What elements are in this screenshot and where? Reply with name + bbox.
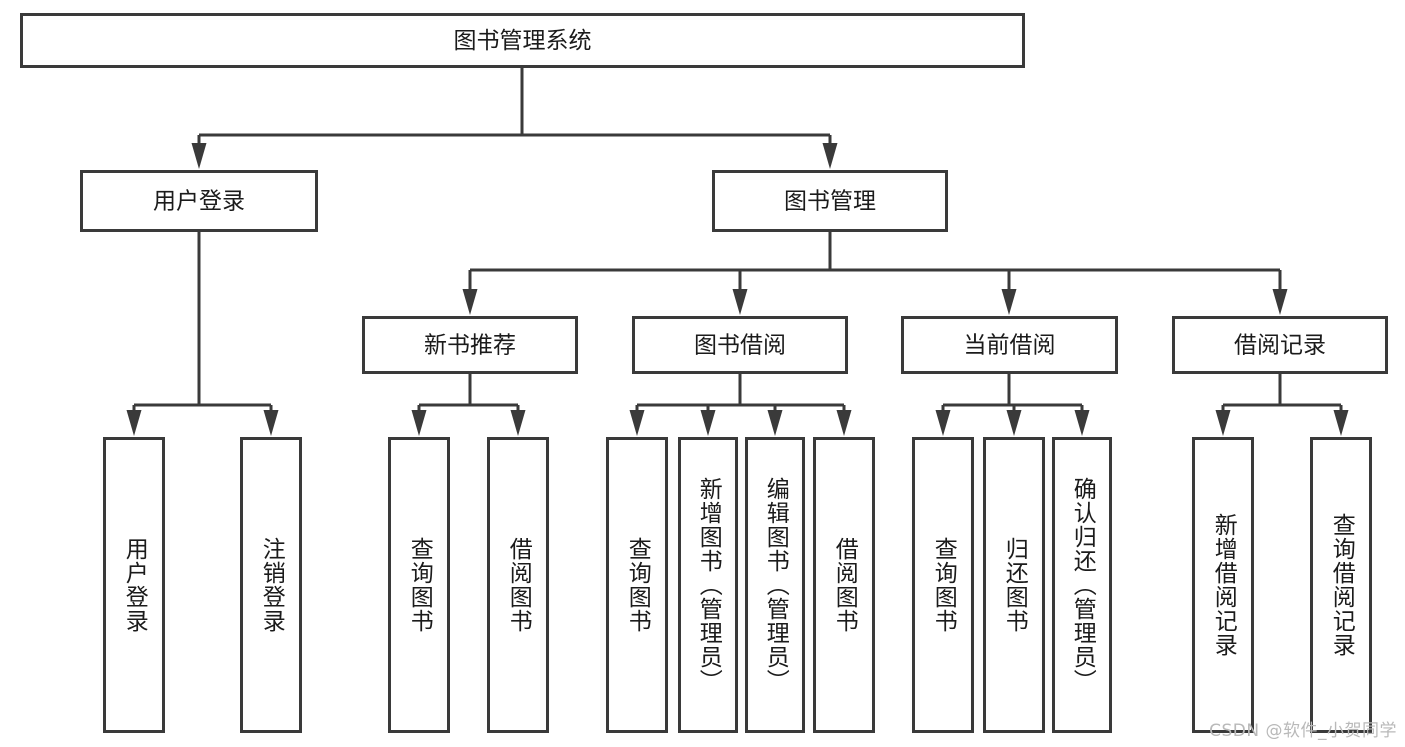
node-box[interactable] <box>1052 437 1112 733</box>
leaf-node-借阅图书-7[interactable] <box>813 437 875 733</box>
node-box[interactable] <box>606 437 668 733</box>
node-box[interactable] <box>983 437 1045 733</box>
leaf-node-查询图书-4[interactable] <box>606 437 668 733</box>
leaf-node-查询图书-8[interactable] <box>912 437 974 733</box>
connector-borrow-to-leaves <box>629 374 852 436</box>
node-label: 用户登录 <box>153 189 245 215</box>
node-box[interactable] <box>1172 316 1388 374</box>
arrow-head-icon <box>767 410 783 436</box>
arrow-head-icon <box>700 410 716 436</box>
node-box[interactable] <box>678 437 738 733</box>
node-box[interactable] <box>20 13 1025 68</box>
node-label: 图书管理系统 <box>454 28 592 54</box>
csdn-watermark: CSDN @软件_小贺同学 <box>1209 721 1397 741</box>
node-box[interactable] <box>80 170 318 232</box>
node-box[interactable] <box>912 437 974 733</box>
leaf-node-归还图书-9[interactable] <box>983 437 1045 733</box>
leaf-node-新增借阅记录-11[interactable] <box>1192 437 1254 733</box>
leaf-node-确认归还管理员-10[interactable] <box>1052 437 1112 733</box>
node-box[interactable] <box>103 437 165 733</box>
level2-node-图书管理[interactable]: 图书管理 <box>712 170 948 232</box>
level3-node-新书推荐[interactable]: 新书推荐 <box>362 316 578 374</box>
arrow-head-icon <box>1001 289 1017 315</box>
arrow-head-icon <box>510 410 526 436</box>
node-box[interactable] <box>240 437 302 733</box>
node-box[interactable] <box>901 316 1118 374</box>
node-box[interactable] <box>388 437 450 733</box>
arrow-head-icon <box>629 410 645 436</box>
node-label: 当前借阅 <box>964 333 1056 359</box>
arrow-head-icon <box>191 143 207 169</box>
level2-node-用户登录[interactable]: 用户登录 <box>80 170 318 232</box>
leaf-node-注销登录-1[interactable] <box>240 437 302 733</box>
node-box[interactable] <box>487 437 549 733</box>
connector-root-to-level2 <box>191 68 838 169</box>
node-box[interactable] <box>1192 437 1254 733</box>
arrow-head-icon <box>935 410 951 436</box>
arrow-head-icon <box>462 289 478 315</box>
leaf-node-查询借阅记录-12[interactable] <box>1310 437 1372 733</box>
node-box[interactable] <box>632 316 848 374</box>
root-node-图书管理系统[interactable]: 图书管理系统 <box>20 13 1025 68</box>
arrow-head-icon <box>1272 289 1288 315</box>
node-box[interactable] <box>712 170 948 232</box>
node-box[interactable] <box>1310 437 1372 733</box>
arrow-head-icon <box>411 410 427 436</box>
node-box[interactable] <box>362 316 578 374</box>
connector-book-mgmt-to-level3 <box>462 232 1288 315</box>
arrow-head-icon <box>126 410 142 436</box>
level3-node-当前借阅[interactable]: 当前借阅 <box>901 316 1118 374</box>
node-label: 图书借阅 <box>694 333 786 359</box>
arrow-head-icon <box>732 289 748 315</box>
arrow-head-icon <box>1006 410 1022 436</box>
arrow-head-icon <box>822 143 838 169</box>
connector-new-book-to-leaves <box>411 374 526 436</box>
node-label: 图书管理 <box>784 189 876 215</box>
arrow-head-icon <box>263 410 279 436</box>
arrow-head-icon <box>1074 410 1090 436</box>
leaf-node-用户登录-0[interactable] <box>103 437 165 733</box>
connector-user-login-to-leaves <box>126 232 279 436</box>
connector-records-to-leaves <box>1215 374 1349 436</box>
level3-node-图书借阅[interactable]: 图书借阅 <box>632 316 848 374</box>
connector-current-borrow-to-leaves <box>935 374 1090 436</box>
leaf-node-编辑图书管理员-6[interactable] <box>745 437 805 733</box>
node-box[interactable] <box>813 437 875 733</box>
leaf-node-新增图书管理员-5[interactable] <box>678 437 738 733</box>
arrow-head-icon <box>836 410 852 436</box>
leaf-node-借阅图书-3[interactable] <box>487 437 549 733</box>
level3-node-借阅记录[interactable]: 借阅记录 <box>1172 316 1388 374</box>
node-label: 借阅记录 <box>1234 333 1326 359</box>
leaf-node-查询图书-2[interactable] <box>388 437 450 733</box>
node-box[interactable] <box>745 437 805 733</box>
arrow-head-icon <box>1333 410 1349 436</box>
node-label: 新书推荐 <box>424 333 516 359</box>
arrow-head-icon <box>1215 410 1231 436</box>
